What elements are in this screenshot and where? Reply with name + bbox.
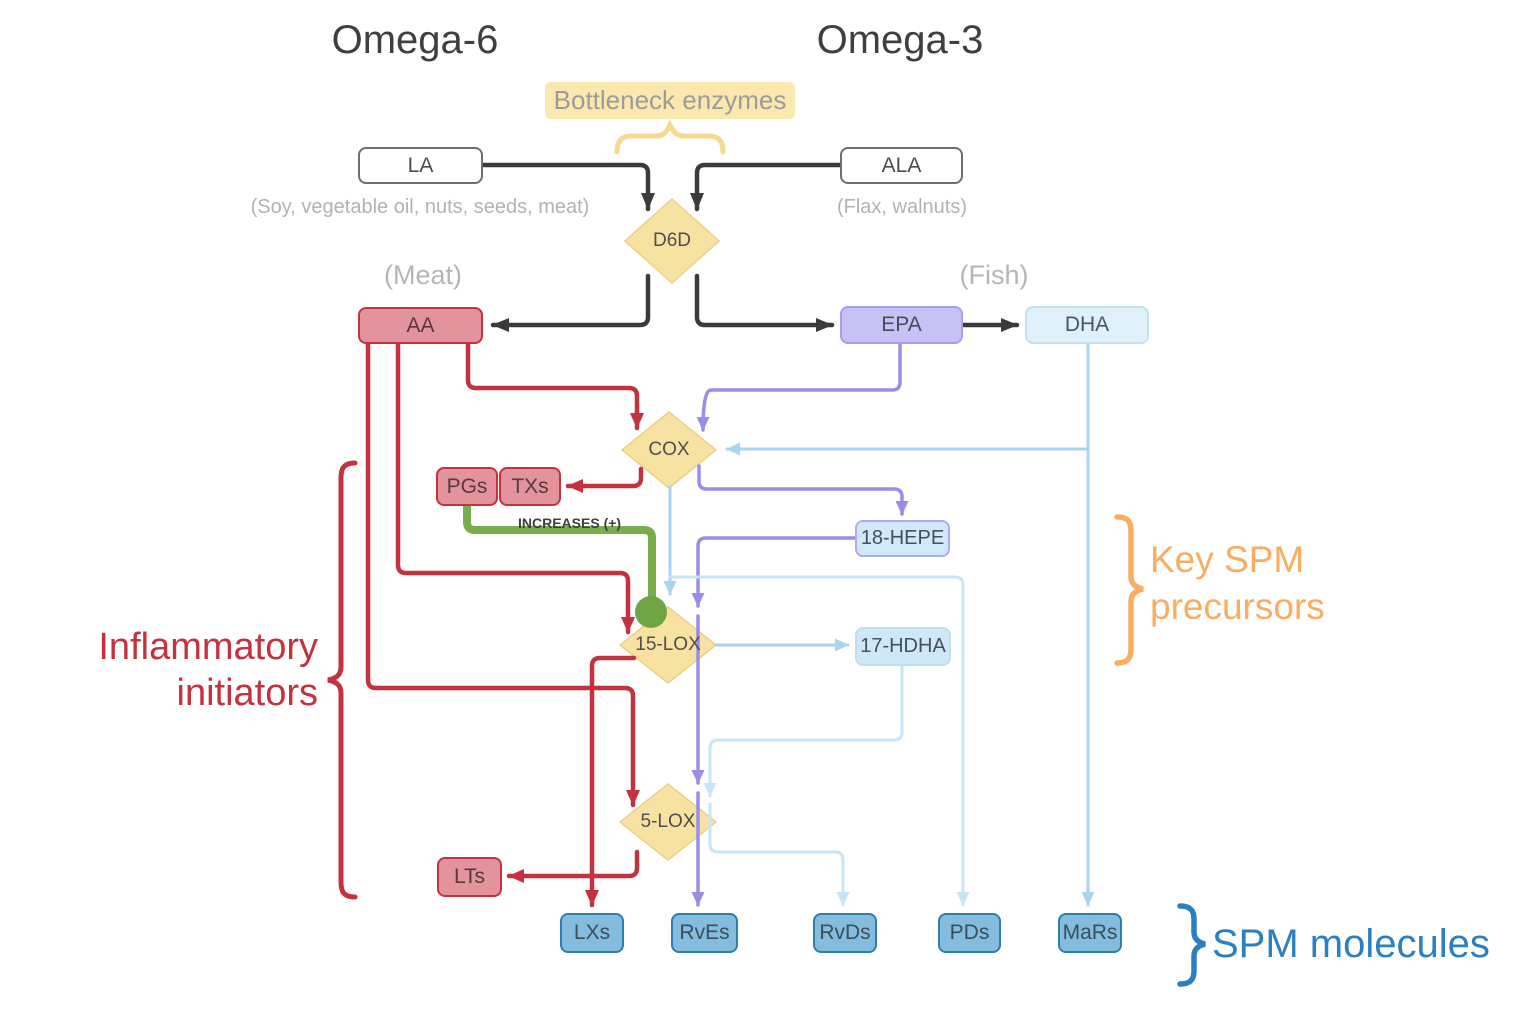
enzyme-cox-label: COX	[648, 439, 690, 460]
omega3-title: Omega-3	[816, 18, 984, 62]
inflammatory-initiators-label: Inflammatory initiators	[18, 624, 318, 716]
edge-5lox-lts	[506, 849, 640, 883]
node-dha: DHA	[1025, 306, 1149, 344]
edge-cox-txs	[565, 466, 644, 493]
node-rvds: RvDs	[813, 913, 877, 953]
aa-source-caption: (Meat)	[383, 260, 463, 290]
node-aa: AA	[358, 307, 483, 344]
edge-aa-5lox	[365, 341, 640, 808]
increases-label: INCREASES (+)	[518, 515, 622, 531]
edge-15lox-lxs	[585, 655, 637, 908]
edge-aa-cox	[465, 341, 644, 431]
la-sources-caption: (Soy, vegetable oil, nuts, seeds, meat)	[250, 196, 590, 218]
edge-d6d-aa	[490, 273, 651, 332]
inflammatory-brace	[327, 460, 358, 900]
node-lts: LTs	[437, 857, 502, 897]
node-rves: RvEs	[671, 913, 738, 953]
node-17hdha: 17-HDHA	[855, 627, 951, 666]
key-spm-line1: Key SPM	[1150, 539, 1305, 580]
inflammatory-line1: Inflammatory	[98, 626, 318, 668]
edge-ala-d6d	[690, 162, 843, 212]
enzyme-5lox-label: 5-LOX	[640, 811, 696, 832]
node-18hepe: 18-HEPE	[855, 520, 950, 557]
enzyme-diamonds	[618, 197, 721, 861]
key-spm-brace	[1114, 514, 1144, 666]
edge-17hdha-rvds	[708, 802, 850, 907]
node-lxs: LXs	[560, 913, 624, 953]
node-la: LA	[358, 147, 483, 184]
key-spm-line2: precursors	[1150, 586, 1325, 627]
edge-17hdha-5lox	[703, 664, 904, 798]
ala-sources-caption: (Flax, walnuts)	[836, 196, 968, 218]
bottleneck-brace	[614, 119, 726, 155]
node-ala: ALA	[840, 147, 963, 184]
inflammatory-line2: initiators	[176, 672, 319, 714]
edge-cox-18hepe	[697, 464, 909, 516]
node-txs: TXs	[499, 467, 561, 506]
enzyme-d6d-label: D6D	[652, 230, 692, 251]
node-pgs: PGs	[436, 467, 498, 506]
edge-18hepe-15lox	[691, 536, 857, 608]
bottleneck-enzymes-label: Bottleneck enzymes	[545, 82, 795, 119]
epa-source-caption: (Fish)	[959, 260, 1029, 290]
key-spm-precursors-label: Key SPM precursors	[1150, 536, 1325, 630]
spm-molecules-label: SPM molecules	[1212, 922, 1490, 966]
node-pds: PDs	[938, 913, 1001, 953]
green-terminal-dot	[635, 596, 667, 628]
node-mars: MaRs	[1058, 913, 1122, 953]
spm-molecules-brace	[1177, 903, 1206, 987]
edge-epa-cox	[696, 342, 902, 432]
edge-d6d-epa	[694, 273, 835, 332]
enzyme-15lox-label: 15-LOX	[635, 634, 701, 655]
node-epa: EPA	[840, 306, 963, 344]
omega6-title: Omega-6	[331, 18, 499, 62]
